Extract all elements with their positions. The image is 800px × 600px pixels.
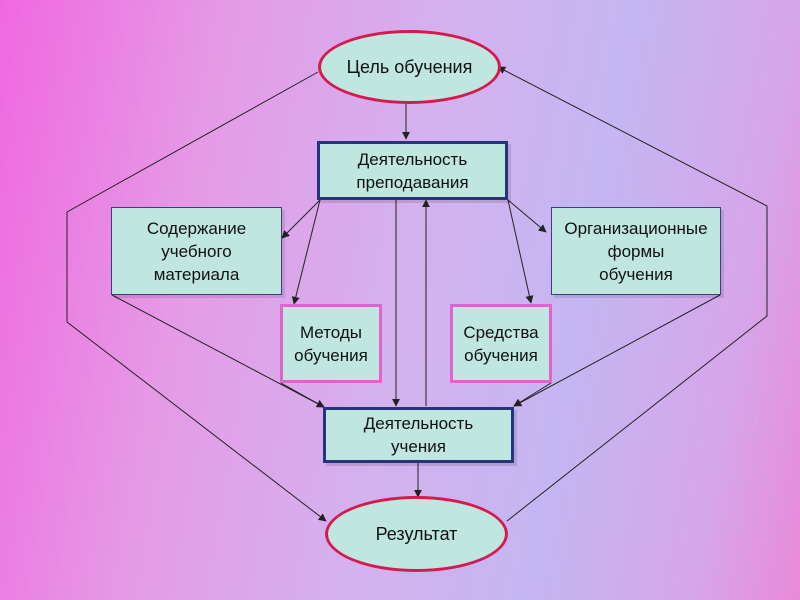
arrow-teaching-to-forms [507, 199, 547, 233]
arrow-teaching-to-content [281, 199, 321, 239]
means-label: Средства обучения [463, 322, 539, 365]
arrow-goal-to-result-left [66, 71, 327, 522]
means-node: Средства обучения [450, 304, 552, 383]
arrow-forms-to-learning [513, 294, 721, 407]
organizational-forms-label: Организационные формы обучения [564, 218, 708, 284]
result-label: Результат [375, 523, 458, 544]
arrow-content-to-learning [111, 294, 325, 408]
teaching-activity-label: Деятельность преподавания [356, 149, 469, 192]
goal-node: Цель обучения [318, 30, 501, 104]
organizational-forms-node: Организационные формы обучения [551, 207, 721, 295]
arrow-means-to-learning [513, 382, 552, 407]
learning-activity-node: Деятельность учения [323, 407, 514, 463]
learning-activity-label: Деятельность учения [363, 414, 474, 456]
arrow-methods-to-learning [280, 382, 325, 408]
methods-label: Методы обучения [294, 322, 368, 365]
content-node: Содержание учебного материала [111, 207, 282, 295]
goal-label: Цель обучения [346, 56, 473, 77]
arrow-teaching-to-methods [291, 199, 321, 305]
arrow-teaching-to-means [507, 199, 534, 304]
content-label: Содержание учебного материала [146, 218, 247, 284]
result-node: Результат [325, 496, 508, 572]
teaching-activity-node: Деятельность преподавания [317, 141, 508, 200]
methods-node: Методы обучения [280, 304, 382, 383]
arrow-result-to-goal-right [497, 66, 768, 522]
